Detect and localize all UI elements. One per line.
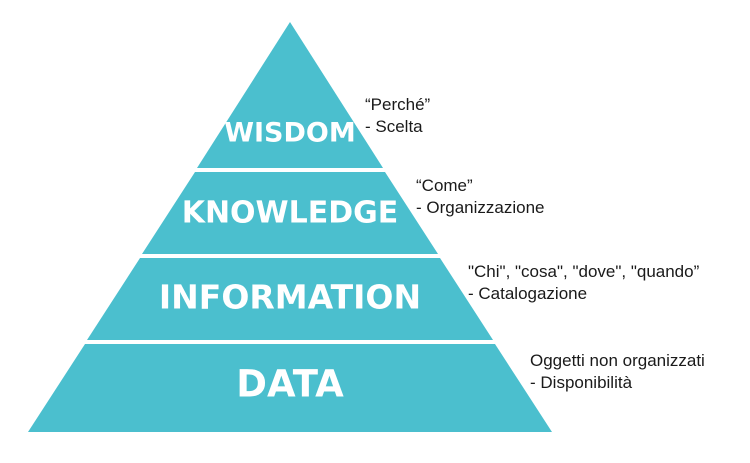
note-data-action: - Disponibilità [530,373,633,392]
note-knowledge-question: “Come” [416,176,473,195]
tier-label-knowledge: KNOWLEDGE [182,196,399,231]
note-knowledge-action: - Organizzazione [416,198,545,217]
note-wisdom-action: - Scelta [365,117,423,136]
pyramid-tier-knowledge [142,172,438,254]
note-knowledge: “Come” - Organizzazione [416,175,545,219]
tier-label-information: INFORMATION [159,278,421,317]
note-data: Oggetti non organizzati - Disponibilità [530,350,705,394]
note-information-question: "Chi", "cosa", "dove", "quando” [468,262,700,281]
pyramid-tier-data [28,344,552,432]
note-information: "Chi", "cosa", "dove", "quando” - Catalo… [468,261,699,305]
tier-label-data: DATA [236,363,344,406]
note-wisdom-question: “Perché” [365,95,431,114]
tier-label-wisdom: WISDOM [224,118,356,149]
note-information-action: - Catalogazione [468,284,588,303]
note-wisdom: “Perché” - Scelta [365,94,430,138]
note-data-question: Oggetti non organizzati [530,351,705,370]
pyramid-tier-wisdom [197,22,383,168]
pyramid-tier-information [87,258,493,340]
